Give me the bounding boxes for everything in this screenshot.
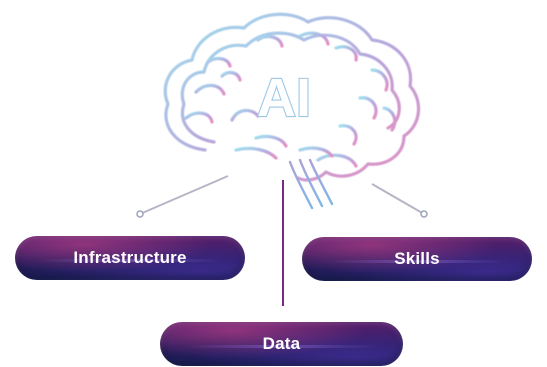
- connector-node-infrastructure: [136, 210, 144, 218]
- ai-label: AI: [256, 67, 312, 129]
- connector-node-skills: [420, 210, 428, 218]
- ai-text: AI: [257, 68, 311, 128]
- connector-infrastructure: [139, 175, 229, 215]
- brain-stem-icon: [288, 158, 334, 210]
- infrastructure-label: Infrastructure: [73, 248, 187, 267]
- skills-node: Skills: [302, 237, 532, 281]
- skills-label: Skills: [394, 249, 440, 268]
- connectors: [136, 175, 428, 306]
- infrastructure-node: Infrastructure: [15, 236, 245, 280]
- connector-skills: [371, 183, 425, 215]
- brain-icon: [163, 12, 421, 182]
- data-node: Data: [160, 322, 403, 366]
- data-label: Data: [262, 334, 301, 353]
